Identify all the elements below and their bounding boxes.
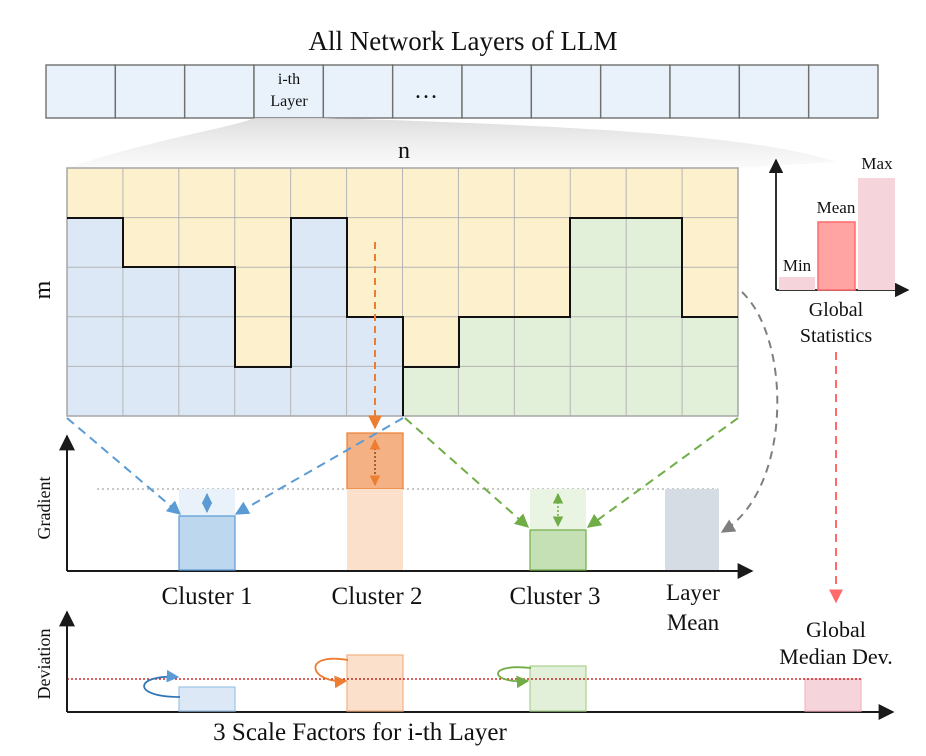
scale-factor-2-curve-arrow	[314, 657, 349, 689]
layer-mean-label-line2: Mean	[667, 610, 720, 635]
green-mapping-arrow-right	[586, 417, 739, 528]
scale-factor-1-curve-arrow	[143, 669, 181, 698]
green-mapping-arrow-left	[404, 417, 530, 528]
blue-mapping-arrow-right	[234, 417, 404, 515]
scale-factor-2-bar	[346, 654, 404, 712]
matrix-n-label: n	[398, 138, 410, 164]
cluster-mapping-arrows	[66, 242, 843, 604]
ith-layer-label-line1: i-th	[278, 71, 300, 88]
layer-cell	[322, 64, 394, 119]
deviation-chart: Deviation 3 Scale Factors for i-th Layer…	[34, 610, 895, 746]
blue-mapping-arrow-left	[66, 417, 182, 515]
global-min-label: Min	[783, 256, 812, 275]
matrix-m-label: m	[30, 280, 56, 299]
layer-cell	[391, 64, 463, 119]
global-max-bar	[858, 178, 895, 290]
ith-layer-cell	[253, 64, 325, 119]
layer-cell	[183, 64, 255, 119]
cluster-2-label: Cluster 2	[332, 583, 423, 610]
gray-layer-mean-arrow	[720, 291, 779, 533]
layer-cell	[45, 64, 117, 119]
diagram-title: All Network Layers of LLM	[309, 26, 618, 56]
deviation-x-label: 3 Scale Factors for i-th Layer	[213, 719, 507, 746]
global-statistics-chart: Min Mean Max Global Statistics	[768, 154, 910, 347]
layer-cell	[114, 64, 186, 119]
layer-mean-bar	[665, 489, 719, 570]
cluster-3-bar	[529, 529, 587, 571]
scale-factor-1-bar	[178, 686, 236, 712]
global-mean-bar	[817, 221, 856, 291]
global-max-label: Max	[861, 154, 893, 173]
layer-cell	[599, 64, 671, 119]
gradient-y-label: Gradient	[34, 477, 54, 540]
scale-factor-3-curve-arrow	[497, 666, 532, 689]
layer-cell	[530, 64, 602, 119]
layer-cell	[738, 64, 810, 119]
gradient-chart: Gradient Cluster 1 Cluster 2 Cluster 3 L…	[34, 432, 754, 635]
layer-ellipsis: …	[414, 78, 438, 104]
global-mean-label: Mean	[817, 198, 856, 217]
network-layer-strip	[45, 64, 879, 119]
cluster-1-bar	[178, 515, 236, 571]
layer-cell	[807, 64, 879, 119]
zoom-funnel	[67, 118, 836, 168]
layer-cell	[461, 64, 533, 119]
ith-layer-label-line2: Layer	[270, 93, 308, 110]
global-min-bar	[779, 277, 815, 290]
global-median-dev-bar	[804, 678, 862, 712]
deviation-y-label: Deviation	[34, 629, 54, 700]
scale-factor-3-bar	[529, 665, 587, 712]
cluster-2-bar	[347, 489, 403, 570]
global-stats-caption-line1: Global	[809, 299, 864, 321]
layer-mean-label-line1: Layer	[666, 580, 720, 605]
global-median-label-line1: Global	[806, 617, 866, 642]
global-stats-caption-line2: Statistics	[800, 325, 872, 347]
global-median-label-line2: Median Dev.	[779, 644, 892, 669]
layer-cell	[669, 64, 741, 119]
cluster-1-label: Cluster 1	[162, 583, 253, 610]
cluster-3-label: Cluster 3	[510, 583, 601, 610]
